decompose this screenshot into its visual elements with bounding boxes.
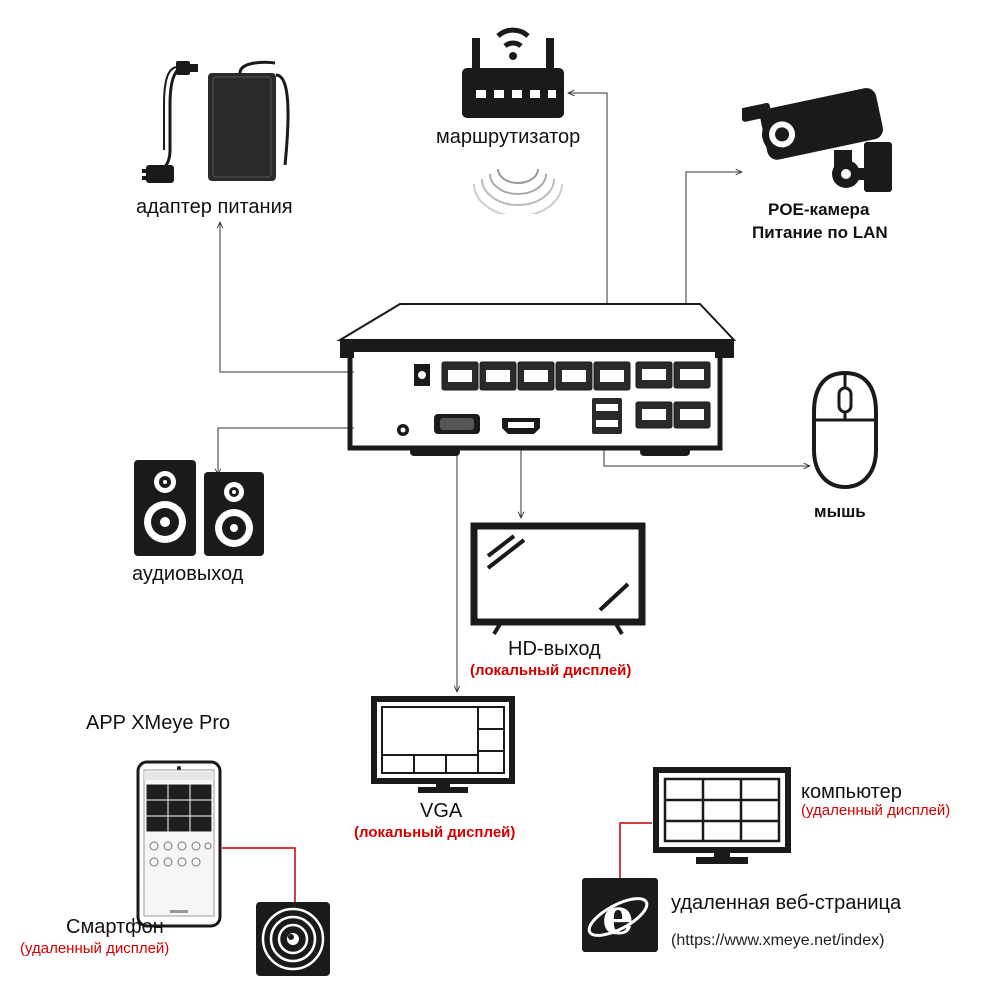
power-adapter-label: адаптер питания <box>136 196 293 218</box>
poe-camera-label: POE-камера <box>768 200 870 219</box>
computer-label: компьютер <box>801 781 902 803</box>
web-page-label: удаленная веб-страница <box>671 892 902 914</box>
app-label: APP XMeye Pro <box>86 712 231 734</box>
smartphone-icon <box>136 760 222 928</box>
vga-monitor-icon <box>371 696 515 793</box>
mouse-label: мышь <box>814 502 866 521</box>
speakers-icon <box>134 460 264 556</box>
hd-local-label: (локальный дисплей) <box>470 662 632 679</box>
smartphone-label: Смартфон <box>66 916 164 938</box>
smartphone-remote-label: (удаленный дисплей) <box>20 940 170 957</box>
router-label: маршрутизатор <box>436 126 581 148</box>
wire-computer-red <box>619 822 652 880</box>
vga-local-label: (локальный дисплей) <box>354 824 516 841</box>
router-icon <box>462 27 564 214</box>
hd-tv-icon <box>470 522 646 636</box>
wire-router <box>568 93 608 370</box>
web-url-label: (https://www.xmeye.net/index) <box>671 932 885 949</box>
computer-remote-label: (удаленный дисплей) <box>801 802 951 819</box>
audio-out-label: аудиовыход <box>132 563 244 585</box>
wire-smartphone-red <box>222 847 296 905</box>
power-adapter-icon <box>142 60 290 183</box>
vga-label: VGA <box>420 800 463 822</box>
poe-power-label: Питание по LAN <box>752 223 888 242</box>
mouse-icon <box>812 370 878 490</box>
svg-text:e: e <box>602 887 634 946</box>
poe-camera-icon <box>742 88 892 192</box>
computer-monitor-icon <box>653 767 791 864</box>
browser-icon: e <box>582 878 658 952</box>
nvr-device-icon <box>336 303 737 456</box>
wire-audio <box>218 427 400 475</box>
xmeye-app-icon <box>256 902 330 976</box>
hd-out-label: HD-выход <box>508 638 601 660</box>
